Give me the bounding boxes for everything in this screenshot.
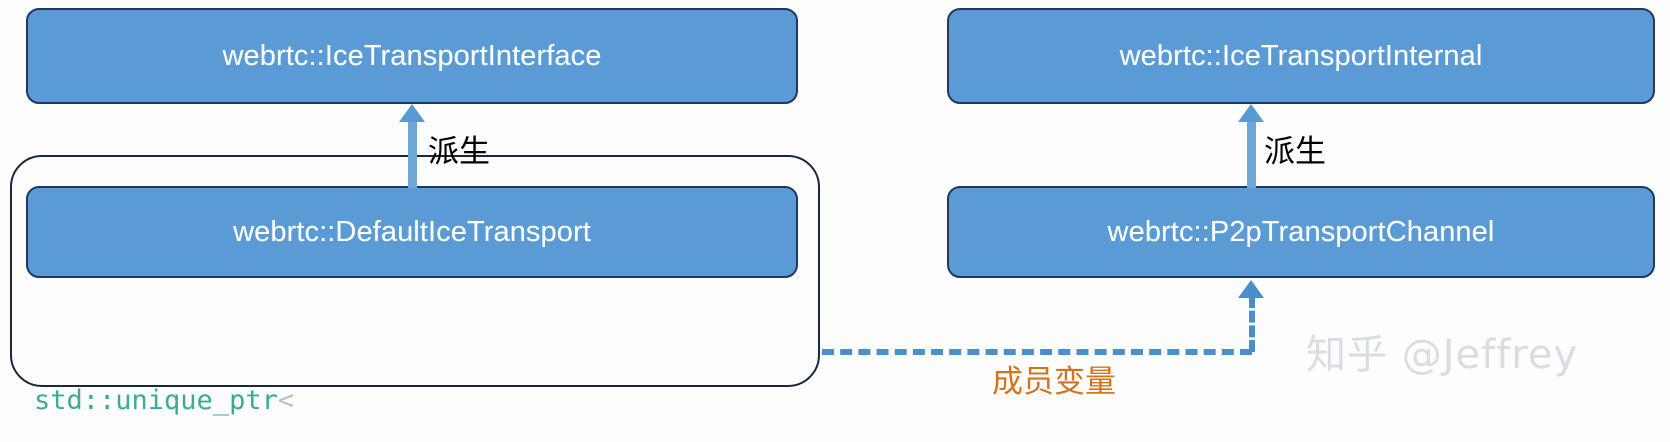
inheritance-arrow-head-right xyxy=(1238,104,1264,122)
class-box-ice-transport-interface: webrtc::IceTransportInterface xyxy=(26,8,798,104)
code-token-open-angle: < xyxy=(277,385,295,416)
code-token-type: std::unique_ptr xyxy=(34,385,278,416)
watermark-text: 知乎 @Jeffrey xyxy=(1306,332,1579,378)
member-code-block: std::unique_ptr< cricket::P2PTransportCh… xyxy=(34,296,804,442)
class-box-label: webrtc::IceTransportInterface xyxy=(222,39,602,72)
inheritance-arrow-shaft-right xyxy=(1247,122,1256,188)
class-box-p2p-transport-channel: webrtc::P2pTransportChannel xyxy=(947,186,1655,278)
code-line-1: std::unique_ptr< xyxy=(34,380,804,422)
member-variable-dashed-line-horizontal xyxy=(822,349,1252,355)
class-box-ice-transport-internal: webrtc::IceTransportInternal xyxy=(947,8,1655,104)
member-variable-arrow-head xyxy=(1238,280,1264,298)
inheritance-arrow-head-left xyxy=(399,104,425,122)
class-box-label: webrtc::P2pTransportChannel xyxy=(1107,215,1495,248)
class-box-label: webrtc::IceTransportInternal xyxy=(1119,39,1483,72)
edge-label-member-variable: 成员变量 xyxy=(992,364,1116,400)
class-box-label: webrtc::DefaultIceTransport xyxy=(233,215,591,248)
class-box-default-ice-transport: webrtc::DefaultIceTransport xyxy=(26,186,798,278)
member-variable-dashed-line-vertical xyxy=(1249,296,1255,352)
edge-label-derive-right: 派生 xyxy=(1264,134,1326,170)
inheritance-arrow-shaft-left xyxy=(408,122,417,188)
edge-label-derive-left: 派生 xyxy=(428,134,490,170)
